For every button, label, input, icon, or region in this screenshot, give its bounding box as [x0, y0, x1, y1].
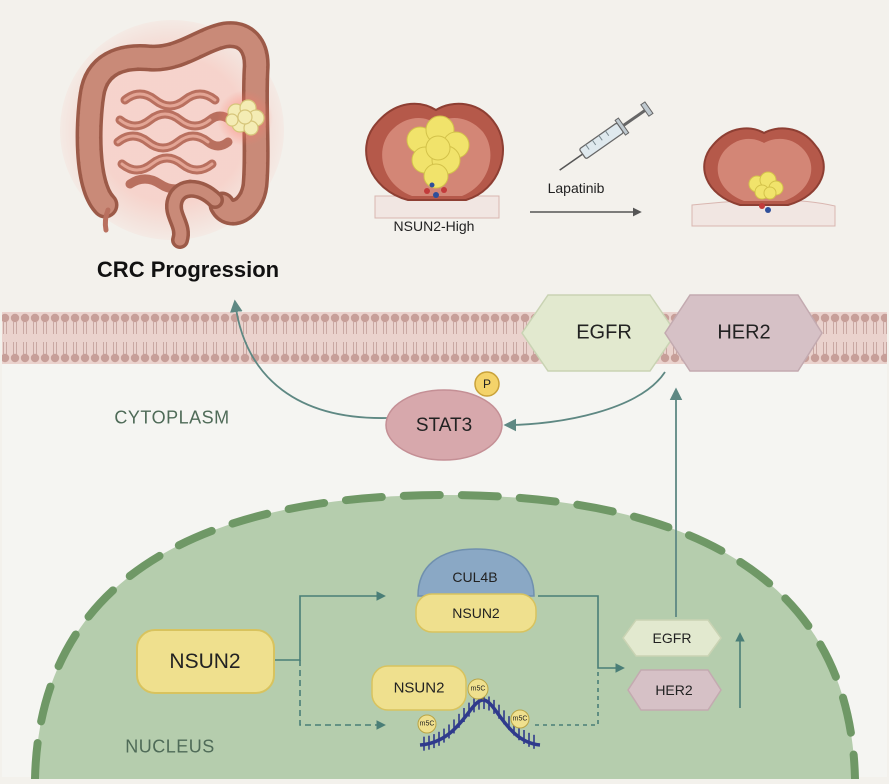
arrow-stat3-to-crc — [230, 299, 389, 419]
stat3-shape — [385, 389, 503, 461]
nsun2-complex-label: NSUN2 — [452, 605, 500, 621]
her2-label: HER2 — [717, 321, 771, 344]
her2-receptor — [664, 294, 823, 372]
nsun2-main-box — [136, 629, 275, 694]
stat3-label: STAT3 — [415, 415, 473, 436]
tumor-nsun2-high-illustration — [365, 102, 504, 219]
lapatinib-label: Lapatinib — [547, 180, 605, 196]
egfr-small-shape — [622, 619, 722, 657]
syringe-icon — [559, 101, 654, 171]
m5c-markers — [417, 678, 530, 734]
arrow-nsun2-to-rna — [299, 660, 386, 730]
arrow-receptor-to-stat3 — [503, 371, 666, 432]
egfr-label: EGFR — [576, 321, 632, 344]
m5c-label-left: m5C — [419, 720, 435, 728]
phospho-shape — [474, 371, 500, 397]
nsun2-high-label: NSUN2-High — [393, 218, 475, 234]
her2-small-shape — [627, 669, 722, 711]
nsun2-main-label: NSUN2 — [169, 650, 241, 673]
cul4b-shape — [417, 548, 535, 597]
nucleus-label: NUCLEUS — [125, 736, 215, 757]
nsun2-rna-box — [371, 665, 467, 711]
colon-illustration — [60, 20, 284, 249]
nsun2-complex-box — [415, 593, 537, 633]
m5c-label-right: m5C — [512, 715, 528, 723]
tumor-after-treatment-illustration — [691, 127, 836, 227]
phospho-label: P — [482, 377, 492, 391]
m5c-marker — [510, 709, 530, 729]
her2-small-label: HER2 — [655, 682, 693, 698]
nsun2-rna-label: NSUN2 — [393, 679, 445, 697]
m5c-marker — [467, 678, 489, 700]
egfr-small-label: EGFR — [652, 630, 692, 646]
cul4b-label: CUL4B — [452, 569, 498, 585]
arrow-complex-to-egfr — [538, 595, 625, 673]
arrow-nsun2-to-cul4b — [274, 591, 386, 661]
nuclear-envelope — [31, 490, 859, 783]
cytoplasm-label: CYTOPLASM — [114, 407, 230, 428]
crc-progression-title: CRC Progression — [96, 257, 280, 282]
m5c-label-top: m5C — [470, 685, 486, 693]
m5c-marker — [417, 714, 437, 734]
